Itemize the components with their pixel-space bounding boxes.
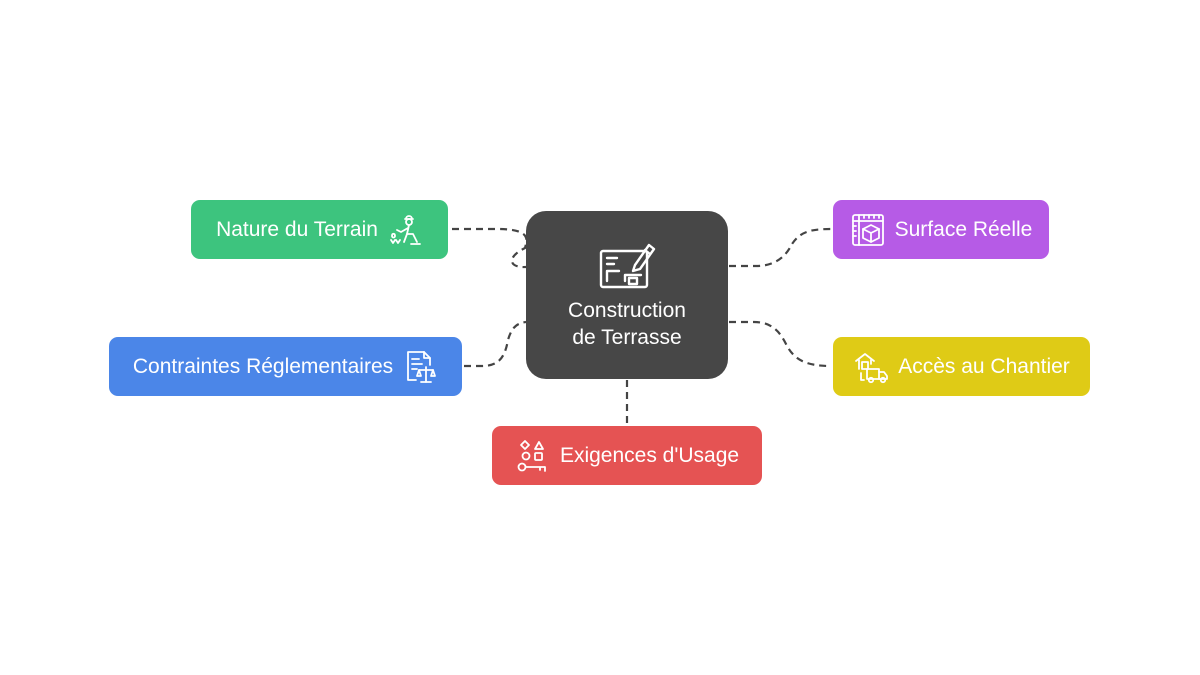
- branch-label-surface: Surface Réelle: [894, 217, 1033, 241]
- central-node-construction-terrasse: Construction de Terrasse: [526, 211, 728, 379]
- branch-node-surface-reelle: Surface Réelle: [833, 200, 1049, 259]
- connector-surface: [729, 227, 832, 268]
- branch-node-nature-du-terrain: Nature du Terrain: [191, 200, 448, 259]
- connector-nature: [452, 227, 528, 269]
- ruler-box-icon: [850, 212, 886, 248]
- shapes-key-icon: [515, 438, 551, 474]
- document-scales-icon: [402, 349, 438, 385]
- blueprint-pencil-icon: [597, 239, 657, 291]
- connector-contraintes: [464, 320, 527, 368]
- central-node-label-line-2: de Terrasse: [572, 326, 682, 349]
- central-node-label-line-1: Construction: [568, 299, 686, 322]
- connector-acces: [729, 320, 832, 368]
- branch-node-exigences-usage: Exigences d'Usage: [492, 426, 762, 485]
- branch-label-exigences: Exigences d'Usage: [559, 443, 740, 467]
- warehouse-truck-icon: [853, 349, 889, 385]
- branch-label-contraintes: Contraintes Réglementaires: [132, 354, 394, 378]
- gardener-icon: [387, 212, 423, 248]
- branch-label-nature: Nature du Terrain: [216, 217, 378, 241]
- branch-label-acces: Accès au Chantier: [898, 354, 1070, 378]
- branch-node-contraintes-reglementaires: Contraintes Réglementaires: [109, 337, 462, 396]
- branch-node-acces-chantier: Accès au Chantier: [833, 337, 1090, 396]
